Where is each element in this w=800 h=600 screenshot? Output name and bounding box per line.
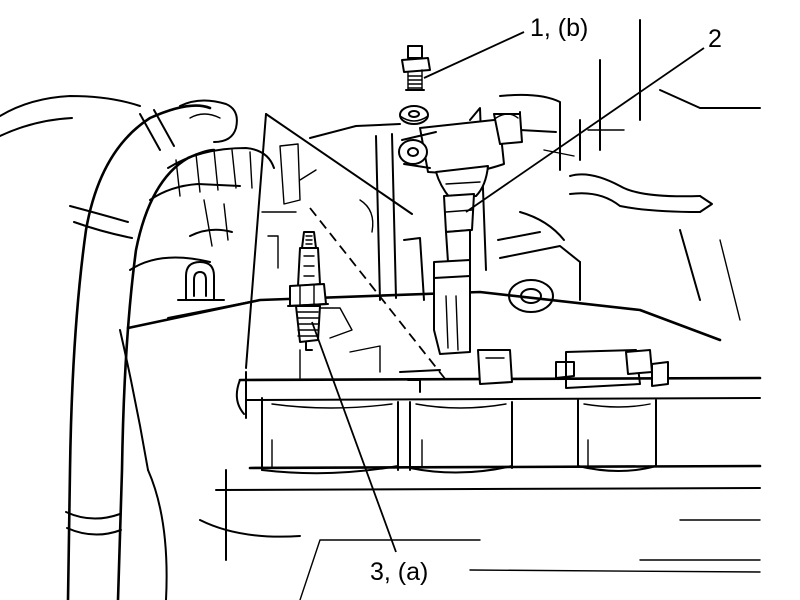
leader-lines <box>311 31 705 553</box>
lifting-eye-left <box>177 261 225 301</box>
spark-plug <box>287 231 329 351</box>
intake-hose <box>65 104 216 600</box>
coil-connector-sockets <box>399 349 669 393</box>
callout-label-3: 3, (a) <box>370 558 428 586</box>
coil-bolt <box>401 45 431 91</box>
upper-hose-assembly <box>0 95 238 143</box>
engine-housing-left <box>129 147 275 271</box>
washer <box>399 105 429 125</box>
center-brackets <box>309 107 541 301</box>
callout-label-2: 2 <box>708 25 722 53</box>
callout-label-1: 1, (b) <box>530 14 588 42</box>
leader-line-1 <box>423 31 525 79</box>
engine-housing-right <box>499 19 761 321</box>
cutaway-view <box>235 113 447 419</box>
leader-line-3 <box>311 321 397 553</box>
ignition-coil <box>398 113 523 355</box>
leader-line-2 <box>465 47 705 213</box>
